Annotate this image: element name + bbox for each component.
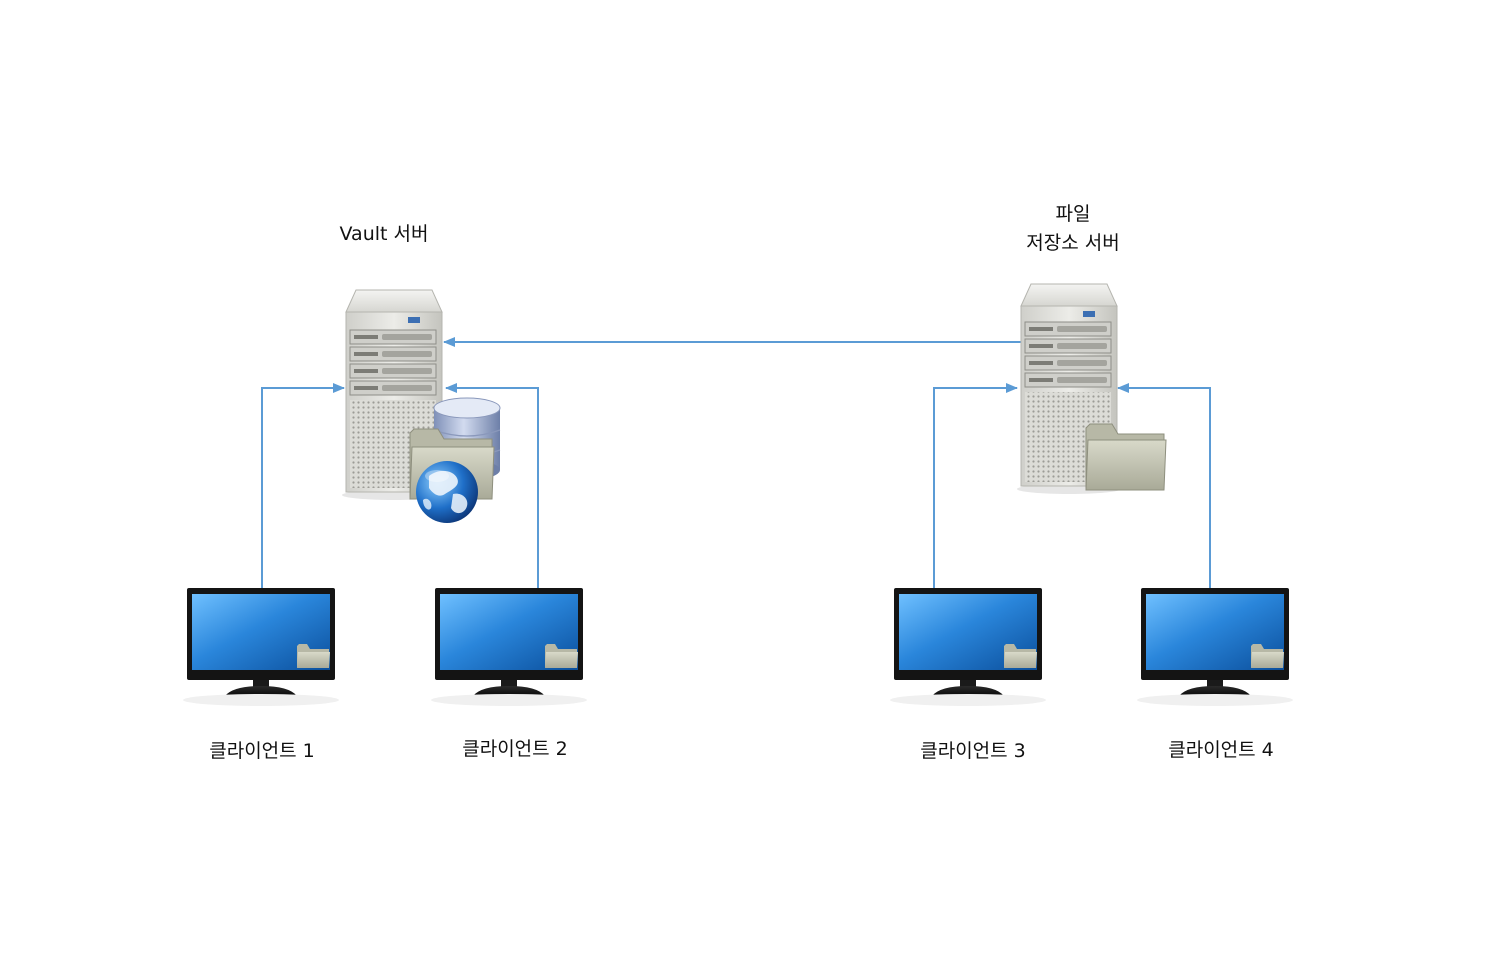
client-2-label: 클라이언트 2 xyxy=(462,738,568,760)
client-3-monitor-icon xyxy=(890,588,1046,706)
folder-icon xyxy=(1085,423,1167,491)
folder-icon xyxy=(545,644,578,668)
connector-lines xyxy=(261,337,1211,588)
folder-icon xyxy=(1251,644,1284,668)
folder-icon xyxy=(297,644,330,668)
arrow-client1-to-vault xyxy=(261,383,345,588)
arrow-client3-to-filestore xyxy=(933,383,1018,588)
globe-icon xyxy=(416,461,478,523)
client-2-monitor-icon xyxy=(431,588,587,706)
folder-icon xyxy=(1004,644,1037,668)
file-store-server-icon xyxy=(1017,283,1121,494)
client-4-monitor-icon xyxy=(1137,588,1293,706)
file-store-server-label-line2: 저장소 서버 xyxy=(1026,232,1120,254)
client-1-label: 클라이언트 1 xyxy=(209,740,315,762)
client-3-label: 클라이언트 3 xyxy=(920,740,1026,762)
arrow-client2-to-vault xyxy=(445,383,539,588)
client-1-monitor-icon xyxy=(183,588,339,706)
arrow-client4-to-filestore xyxy=(1117,383,1211,588)
client-4-label: 클라이언트 4 xyxy=(1168,739,1274,761)
file-store-server-label-line1: 파일 xyxy=(1055,203,1091,225)
vault-server-label: Vault 서버 xyxy=(339,223,429,245)
